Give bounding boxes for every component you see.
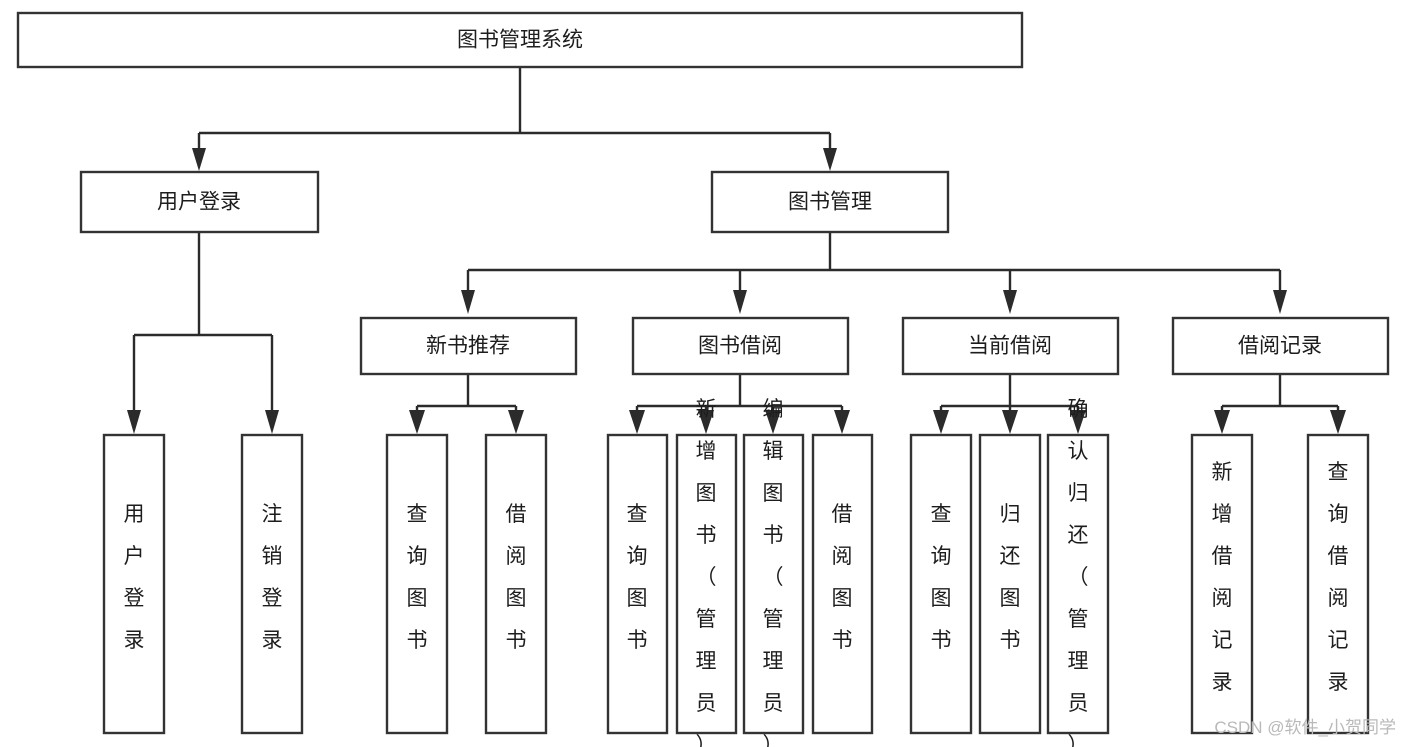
node-leaf-borrow-book-2-label: 借阅图书 — [832, 503, 853, 652]
node-leaf-user-login-label: 用户登录 — [124, 503, 145, 652]
node-leaf-edit-book-label: 编辑图书（管理员） — [763, 398, 784, 747]
node-leaf-confirm-return[interactable]: 确认归还（管理员） — [1046, 398, 1110, 747]
node-leaf-query-book-3-label: 查询图书 — [931, 503, 952, 652]
node-user-login[interactable]: 用户登录 — [79, 170, 320, 234]
arrowhead-leaf-edit-book — [765, 410, 781, 434]
node-leaf-query-book-2-label: 查询图书 — [627, 503, 648, 652]
node-borrow-record[interactable]: 借阅记录 — [1171, 316, 1390, 376]
node-leaf-query-book-3[interactable]: 查询图书 — [909, 433, 973, 735]
node-leaf-user-logout[interactable]: 注销登录 — [240, 433, 304, 735]
node-leaf-query-record-box[interactable] — [1306, 433, 1370, 735]
node-book-borrow[interactable]: 图书借阅 — [631, 316, 850, 376]
node-leaf-query-book-1-box[interactable] — [385, 433, 449, 735]
arrowhead-leaf-add-record — [1214, 410, 1230, 434]
node-book-borrow-box[interactable] — [631, 316, 850, 376]
node-user-login-label: 用户登录 — [157, 191, 241, 214]
node-leaf-return-book-box[interactable] — [978, 433, 1042, 735]
node-leaf-borrow-book-1-label: 借阅图书 — [506, 503, 527, 652]
connector-layer — [127, 67, 1346, 434]
node-leaf-user-login-box[interactable] — [102, 433, 166, 735]
node-leaf-borrow-book-1[interactable]: 借阅图书 — [484, 433, 548, 735]
node-leaf-add-book-label: 新增图书（管理员） — [696, 398, 717, 747]
node-current-borrow[interactable]: 当前借阅 — [901, 316, 1120, 376]
arrowhead-current-borrow — [1003, 290, 1017, 314]
arrowhead-leaf-borrow-book-2 — [834, 410, 850, 434]
node-leaf-query-book-1-label: 查询图书 — [407, 503, 428, 652]
node-leaf-user-login[interactable]: 用户登录 — [102, 433, 166, 735]
node-new-book-recommend-box[interactable] — [359, 316, 578, 376]
node-leaf-user-logout-label: 注销登录 — [262, 503, 283, 652]
arrowhead-leaf-query-book-3 — [933, 410, 949, 434]
arrowhead-new-book-recommend — [461, 290, 475, 314]
node-current-borrow-box[interactable] — [901, 316, 1120, 376]
arrowhead-borrow-record — [1273, 290, 1287, 314]
node-leaf-borrow-book-1-box[interactable] — [484, 433, 548, 735]
arrowhead-leaf-user-logout — [265, 410, 279, 434]
arrowhead-leaf-query-book-2 — [629, 410, 645, 434]
node-book-manage-label: 图书管理 — [788, 191, 872, 214]
node-root[interactable]: 图书管理系统 — [16, 11, 1024, 69]
arrowhead-leaf-query-book-1 — [409, 410, 425, 434]
node-leaf-user-logout-box[interactable] — [240, 433, 304, 735]
watermark-label: CSDN @软件_小贺同学 — [1214, 718, 1396, 737]
arrowhead-leaf-query-record — [1330, 410, 1346, 434]
node-leaf-borrow-book-2[interactable]: 借阅图书 — [811, 433, 874, 735]
node-new-book-recommend[interactable]: 新书推荐 — [359, 316, 578, 376]
node-book-manage[interactable]: 图书管理 — [710, 170, 950, 234]
node-leaf-add-book-box[interactable] — [675, 433, 738, 735]
node-leaf-return-book-label: 归还图书 — [1000, 503, 1021, 652]
arrowhead-leaf-return-book — [1002, 410, 1018, 434]
node-leaf-query-book-2-box[interactable] — [606, 433, 669, 735]
node-leaf-edit-book-box[interactable] — [742, 433, 805, 735]
node-leaf-query-book-1[interactable]: 查询图书 — [385, 433, 449, 735]
node-book-borrow-label: 图书借阅 — [698, 335, 782, 358]
node-leaf-add-record[interactable]: 新增借阅记录 — [1190, 433, 1254, 735]
arrowhead-leaf-user-login — [127, 410, 141, 434]
arrowhead-user-login — [192, 148, 206, 171]
node-root-label: 图书管理系统 — [457, 29, 583, 52]
arrowhead-book-borrow — [733, 290, 747, 314]
node-leaf-add-record-box[interactable] — [1190, 433, 1254, 735]
node-leaf-confirm-return-box[interactable] — [1046, 433, 1110, 735]
arrowhead-leaf-borrow-book-1 — [508, 410, 524, 434]
arrowhead-leaf-confirm-return — [1070, 410, 1086, 434]
node-user-login-box[interactable] — [79, 170, 320, 234]
node-leaf-query-book-3-box[interactable] — [909, 433, 973, 735]
node-borrow-record-label: 借阅记录 — [1238, 335, 1322, 358]
node-leaf-query-record-label: 查询借阅记录 — [1328, 461, 1349, 694]
node-leaf-confirm-return-label: 确认归还（管理员） — [1068, 398, 1089, 747]
node-new-book-recommend-label: 新书推荐 — [426, 335, 510, 358]
node-leaf-borrow-book-2-box[interactable] — [811, 433, 874, 735]
node-leaf-query-record[interactable]: 查询借阅记录 — [1306, 433, 1370, 735]
node-leaf-edit-book[interactable]: 编辑图书（管理员） — [742, 398, 805, 747]
node-root-box[interactable] — [16, 11, 1024, 69]
node-leaf-add-record-label: 新增借阅记录 — [1212, 461, 1233, 694]
node-leaf-return-book[interactable]: 归还图书 — [978, 433, 1042, 735]
arrowhead-book-manage — [823, 148, 837, 171]
node-current-borrow-label: 当前借阅 — [968, 335, 1052, 358]
node-leaf-add-book[interactable]: 新增图书（管理员） — [675, 398, 738, 747]
node-borrow-record-box[interactable] — [1171, 316, 1390, 376]
arrowhead-leaf-add-book — [698, 410, 714, 434]
node-book-manage-box[interactable] — [710, 170, 950, 234]
node-leaf-query-book-2[interactable]: 查询图书 — [606, 433, 669, 735]
